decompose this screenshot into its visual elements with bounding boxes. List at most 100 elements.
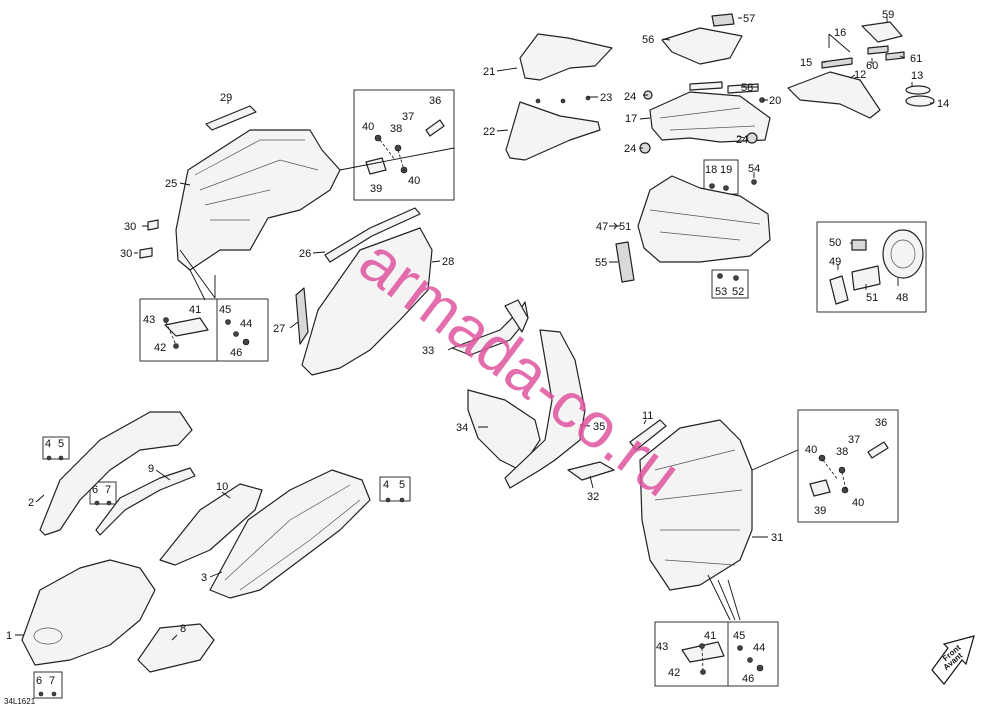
detail-box-fastener-kit-top [353,89,455,201]
callout-12: 12 [854,69,866,81]
front-fender-part-2 [39,411,193,536]
headlight-detail-lines [649,209,761,241]
strip-part-58 [727,83,759,94]
callout-2: 2 [28,497,34,509]
callout-7: 7 [105,484,111,496]
callout-40: 40 [805,444,817,456]
bulb-socket-part-36-b [867,441,889,459]
callout-39: 39 [814,505,826,517]
screw-part-54 [751,179,757,185]
rod-part-15 [821,57,853,69]
detail-box-screws-6-7-left [89,481,117,505]
front-direction-arrow: Front Avant [931,635,975,685]
lamp-holder-part-39-b [809,479,831,497]
box-connector-lines [179,147,799,621]
screw-part-23-a [535,98,541,104]
callout-20: 20 [769,95,781,107]
upper-cowl-part-22 [505,101,601,161]
detail-box-headlight-bulb [816,221,927,313]
callout-23: 23 [600,92,612,104]
callout-24: 24 [624,91,636,103]
lamp-holder-part-39-a [365,157,387,175]
front-nose-part-1 [21,559,156,666]
trim-part-26 [324,207,421,263]
callout-19: 19 [720,164,732,176]
screw-part-5-a [58,455,64,461]
trim-strip-part-29 [205,105,257,131]
callout-45: 45 [733,630,745,642]
callout-1: 1 [6,630,12,642]
callout-10: 10 [216,481,228,493]
strip-part-11 [629,419,667,451]
callout-16: 16 [834,27,846,39]
callout-46: 46 [742,673,754,685]
screw-part-42-b [700,669,706,675]
bracket-part-27 [295,287,309,345]
callout-37: 37 [848,434,860,446]
callout-26: 26 [299,248,311,260]
callout-47: 47 [596,221,608,233]
washer-part-13 [905,85,931,95]
screw-part-42-a [173,343,179,349]
screw-part-52 [733,275,739,281]
side-panel-part-28 [301,227,433,376]
callout-59: 59 [882,9,894,21]
callout-49: 49 [829,256,841,268]
callout-36: 36 [429,95,441,107]
clip-part-57 [711,13,735,27]
inner-panel-part-35 [504,329,586,489]
callout-57: 57 [743,13,755,25]
duct-part-33 [451,301,529,356]
callout-30: 30 [124,221,136,233]
callout-51: 51 [866,292,878,304]
callout-6: 6 [36,675,42,687]
callout-17: 17 [625,113,637,125]
detail-box-screws-6-7-bottom [33,671,63,699]
headlight-bowl-part-48 [882,229,924,279]
callout-58: 58 [741,82,753,94]
screw-part-7-a [106,500,112,506]
callout-34: 34 [456,422,468,434]
headlight-bowl-inner [890,239,916,269]
spacer-part-32 [567,461,615,481]
screw-part-5-b [399,497,405,503]
bracket-detail-lines [659,107,756,131]
callout-5: 5 [58,438,64,450]
front-nose-emblem [33,627,63,645]
lower-panel-detail-lines [224,484,361,591]
callout-3: 3 [201,572,207,584]
grommet-part-24-c [746,132,758,144]
side-panel-detail-lines [194,139,319,221]
arrow-47-to-51 [609,222,618,230]
callout-11: 11 [642,410,653,422]
callout-54: 54 [748,163,760,175]
callout-18: 18 [705,164,717,176]
washer-part-46-b [756,664,764,672]
drawing-code: 34L1621 [4,697,36,706]
panel-part-10 [159,483,263,566]
callout-13: 13 [911,70,923,82]
screw-part-40-d [841,486,849,494]
bulb-socket-part-36-a [425,119,445,137]
callout-24: 24 [736,134,748,146]
callout-53: 53 [715,286,727,298]
bracket-part-41-b [681,641,725,663]
callout-50: 50 [829,237,841,249]
duct-part-33-top [504,299,529,333]
detail-box-screws-4-5-right [379,476,411,502]
callout-40: 40 [362,121,374,133]
callout-52: 52 [732,286,744,298]
seal-part-50 [851,239,867,251]
callout-7: 7 [49,675,55,687]
callout-4: 4 [383,479,389,491]
detail-box-screws-52-53 [711,269,749,299]
pad-part-60 [867,45,889,55]
callout-36: 36 [875,417,887,429]
callout-42: 42 [668,667,680,679]
callout-44: 44 [240,318,252,330]
pad-part-8 [137,623,215,673]
callout-60: 60 [866,60,878,72]
callout-8: 8 [180,623,186,635]
callout-38: 38 [836,446,848,458]
